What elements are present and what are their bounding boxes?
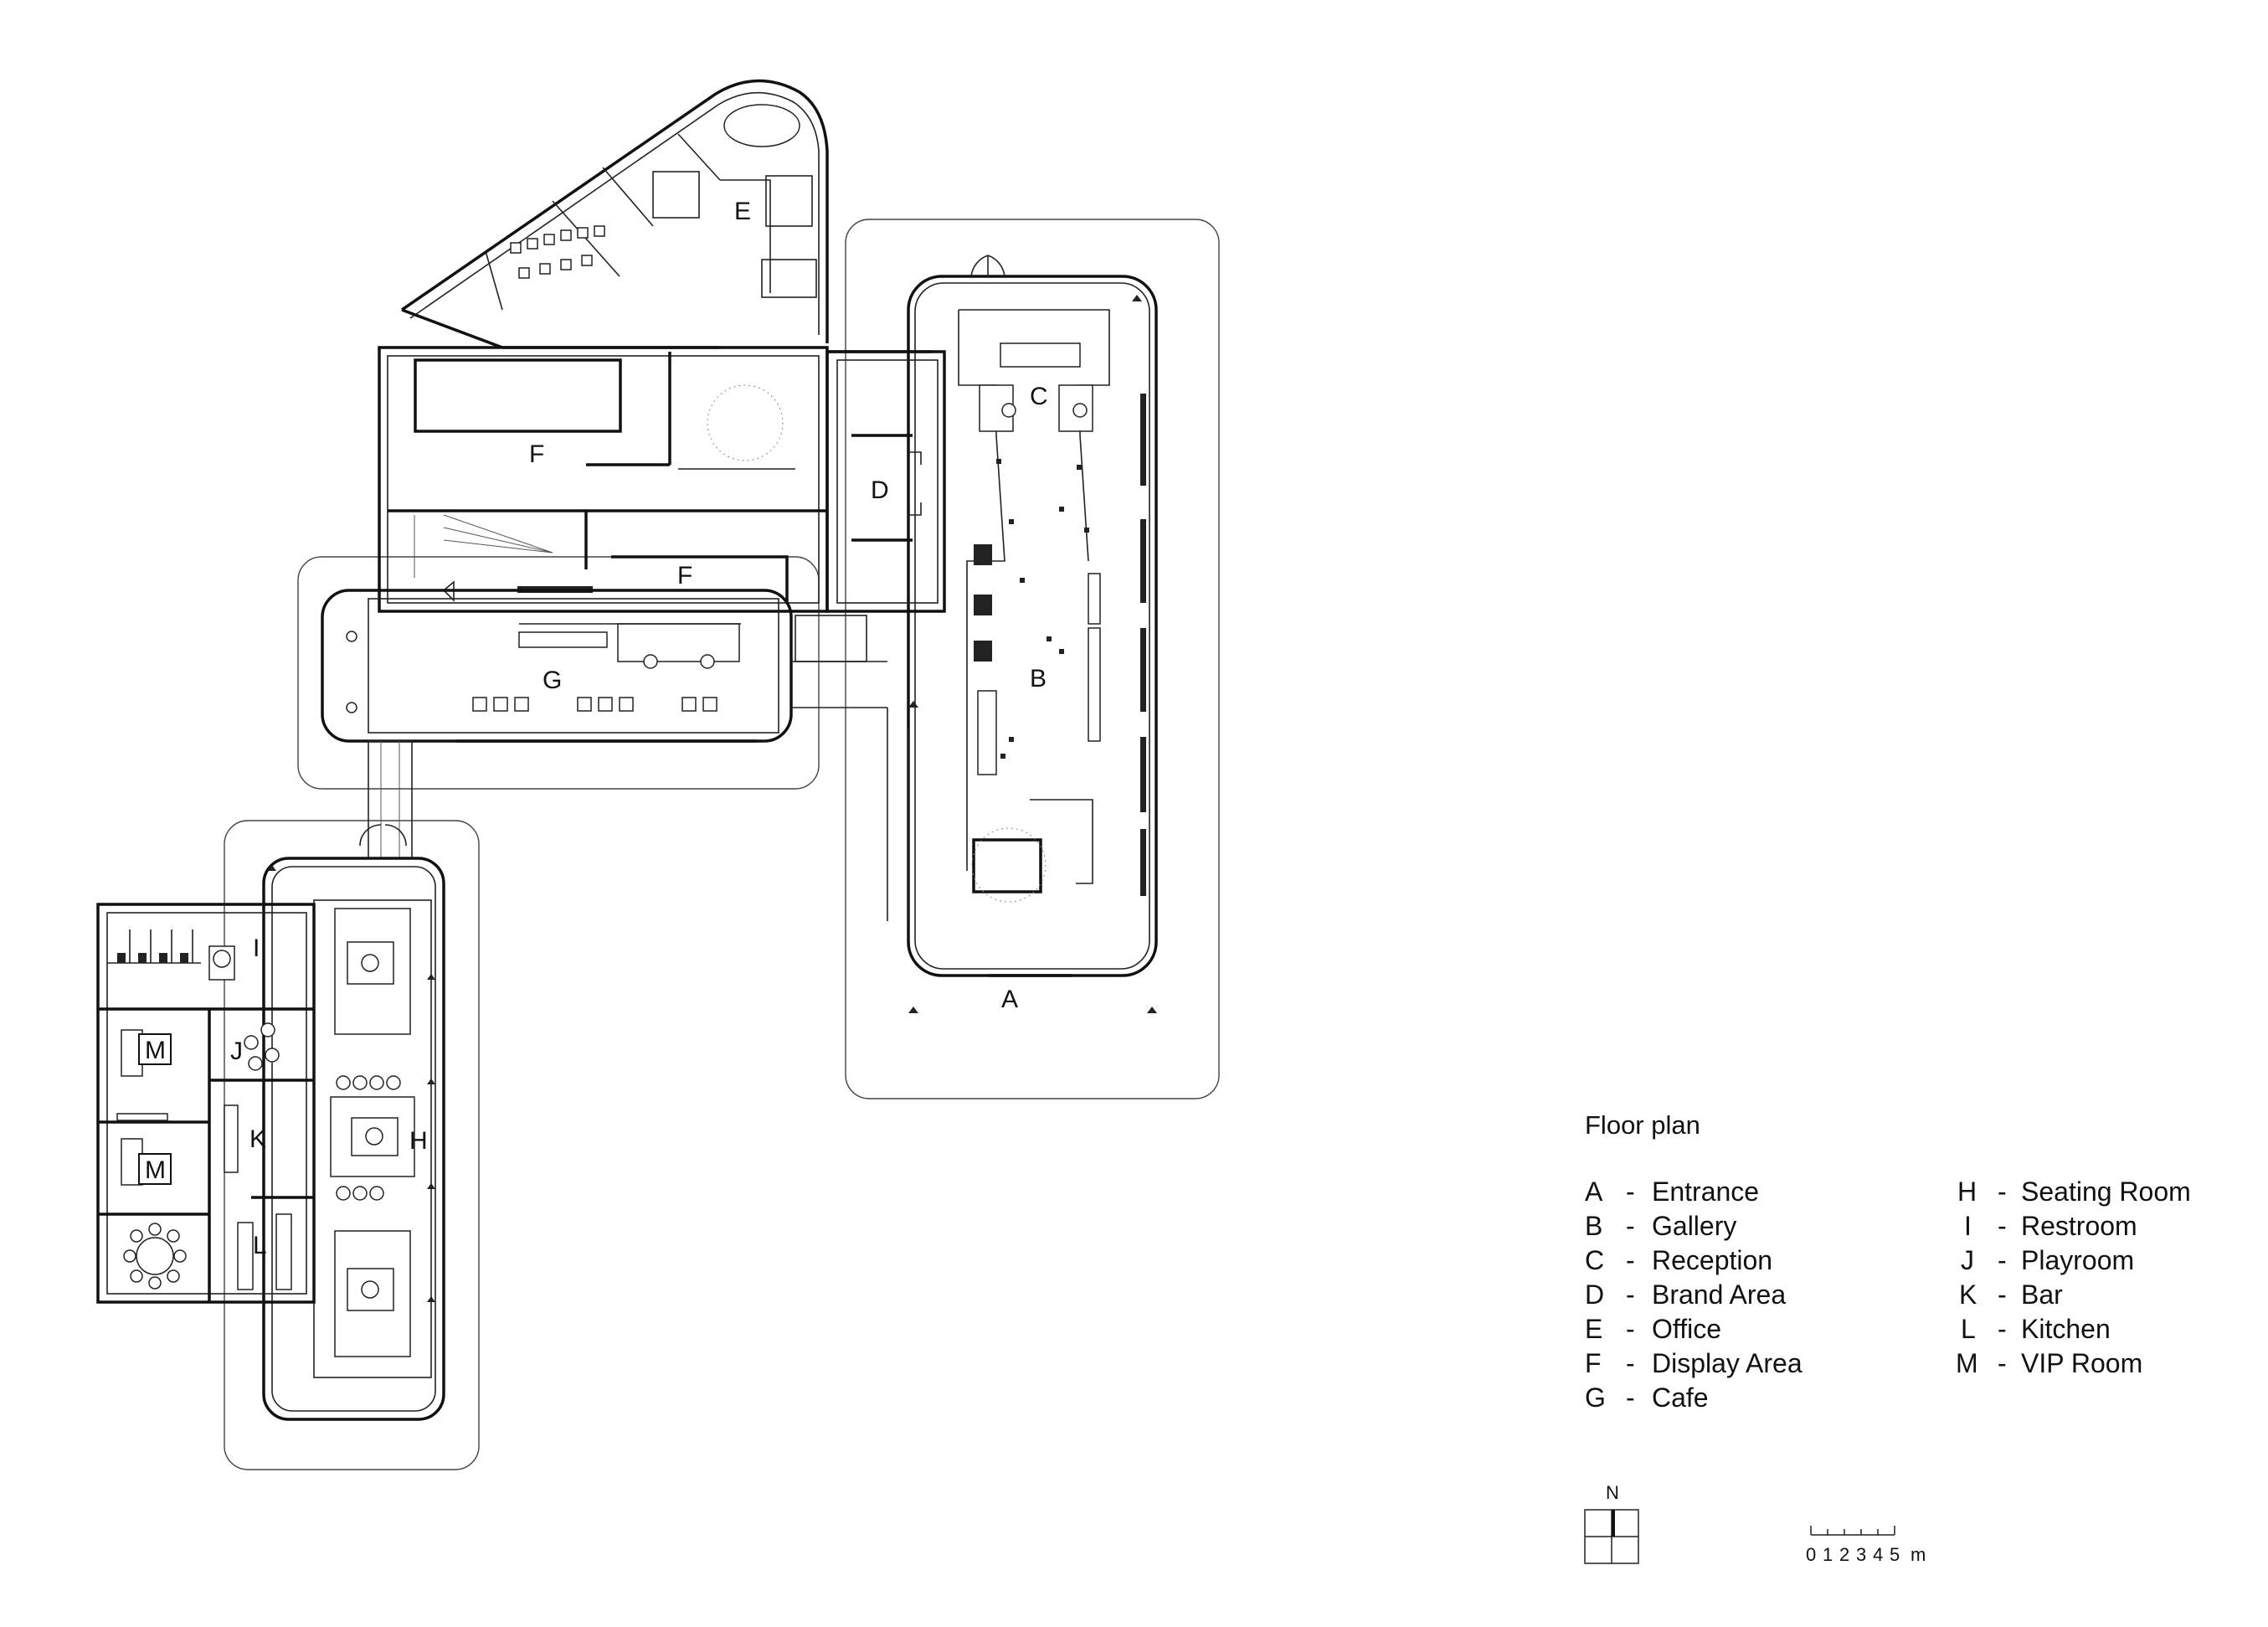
service-block [96, 903, 316, 1304]
display-area-block [378, 346, 829, 613]
label-f-upper: F [529, 440, 544, 468]
legend-item-h: H - Seating Room [1957, 1176, 2191, 1207]
svg-text:-: - [1998, 1348, 2007, 1378]
scale-tick-5: 5 [1890, 1544, 1900, 1565]
svg-text:-: - [1626, 1211, 1635, 1241]
scale-bar: 0 1 2 3 4 5 m [1806, 1526, 1926, 1565]
svg-text:A: A [1585, 1176, 1603, 1207]
legend-item-k: K - Bar [1959, 1279, 2063, 1310]
room-labels: A B C D E F F G H I J K L M M [138, 198, 1048, 1259]
svg-text:-: - [1998, 1314, 2007, 1344]
svg-text:Reception: Reception [1652, 1245, 1772, 1275]
svg-text:Bar: Bar [2021, 1279, 2063, 1310]
svg-text:Display Area: Display Area [1652, 1348, 1803, 1378]
north-arrow: N [1584, 1482, 1639, 1564]
legend: Floor plan A - Entrance B - Gallery C - … [1585, 1110, 2191, 1413]
svg-text:B: B [1585, 1211, 1602, 1241]
legend-item-c: C - Reception [1585, 1245, 1772, 1275]
legend-item-a: A - Entrance [1585, 1176, 1759, 1207]
svg-text:VIP Room: VIP Room [2021, 1348, 2142, 1378]
legend-item-m: M - VIP Room [1956, 1348, 2142, 1378]
svg-text:E: E [1585, 1314, 1602, 1344]
svg-text:L: L [1961, 1314, 1976, 1344]
svg-text:H: H [1957, 1176, 1977, 1207]
legend-item-b: B - Gallery [1585, 1211, 1736, 1241]
svg-text:-: - [1998, 1211, 2007, 1241]
label-b: B [1030, 665, 1047, 693]
label-g: G [543, 667, 562, 694]
label-e: E [734, 198, 751, 225]
scale-tick-4: 4 [1873, 1544, 1883, 1565]
legend-item-i: I - Restroom [1964, 1211, 2137, 1241]
legend-item-d: D - Brand Area [1585, 1279, 1786, 1310]
label-i: I [253, 934, 260, 962]
svg-text:Brand Area: Brand Area [1652, 1279, 1786, 1310]
legend-title: Floor plan [1585, 1110, 1700, 1140]
vip-label-1: M [138, 1033, 172, 1065]
office-wing [401, 79, 829, 349]
svg-text:C: C [1585, 1245, 1604, 1275]
label-l: L [253, 1232, 267, 1259]
scale-tick-3: 3 [1856, 1544, 1866, 1565]
svg-text:K: K [1959, 1279, 1977, 1310]
label-d: D [871, 476, 889, 504]
label-j: J [230, 1037, 243, 1065]
svg-text:Cafe: Cafe [1652, 1382, 1709, 1413]
svg-text:-: - [1998, 1279, 2007, 1310]
label-k: K [249, 1125, 266, 1153]
label-f-lower: F [677, 562, 692, 590]
svg-text:-: - [1626, 1176, 1635, 1207]
svg-text:Gallery: Gallery [1652, 1211, 1736, 1241]
seating-group-2 [330, 1075, 415, 1201]
gallery-building [887, 255, 1158, 1013]
legend-item-e: E - Office [1585, 1314, 1721, 1344]
svg-text:-: - [1998, 1245, 2007, 1275]
svg-text:J: J [1961, 1245, 1974, 1275]
vip-label-2: M [138, 1153, 172, 1185]
svg-text:-: - [1626, 1279, 1635, 1310]
label-a: A [1001, 986, 1018, 1013]
svg-text:D: D [1585, 1279, 1604, 1310]
svg-text:M: M [1956, 1348, 1978, 1378]
svg-text:-: - [1998, 1176, 2007, 1207]
scale-tick-1: 1 [1823, 1544, 1833, 1565]
svg-text:-: - [1626, 1382, 1635, 1413]
label-c: C [1030, 383, 1048, 410]
svg-text:-: - [1626, 1314, 1635, 1344]
zone-cafe [297, 556, 820, 790]
seating-group-3 [334, 1230, 411, 1357]
north-label: N [1606, 1482, 1619, 1503]
svg-text:Office: Office [1652, 1314, 1721, 1344]
scale-tick-2: 2 [1839, 1544, 1849, 1565]
legend-item-f: F - Display Area [1585, 1348, 1803, 1378]
label-m-upper: M [145, 1037, 166, 1064]
svg-text:Kitchen: Kitchen [2021, 1314, 2111, 1344]
scale-unit: m [1911, 1544, 1926, 1565]
scale-tick-0: 0 [1806, 1544, 1816, 1565]
cafe [321, 589, 887, 743]
svg-text:Seating Room: Seating Room [2021, 1176, 2191, 1207]
svg-text:F: F [1585, 1348, 1602, 1378]
legend-item-g: G - Cafe [1585, 1382, 1709, 1413]
site-zones [224, 219, 1220, 1470]
legend-item-l: L - Kitchen [1961, 1314, 2111, 1344]
label-m-lower: M [145, 1156, 166, 1184]
seating-wing [262, 824, 445, 1421]
legend-item-j: J - Playroom [1961, 1245, 2134, 1275]
svg-text:Playroom: Playroom [2021, 1245, 2134, 1275]
svg-text:-: - [1626, 1245, 1635, 1275]
svg-text:-: - [1626, 1348, 1635, 1378]
label-h: H [409, 1127, 428, 1155]
svg-text:G: G [1585, 1382, 1606, 1413]
seating-group-1 [334, 908, 411, 1035]
svg-text:Entrance: Entrance [1652, 1176, 1759, 1207]
svg-text:Restroom: Restroom [2021, 1211, 2137, 1241]
svg-text:I: I [1964, 1211, 1972, 1241]
zone-entrance-gallery [845, 219, 1220, 1099]
